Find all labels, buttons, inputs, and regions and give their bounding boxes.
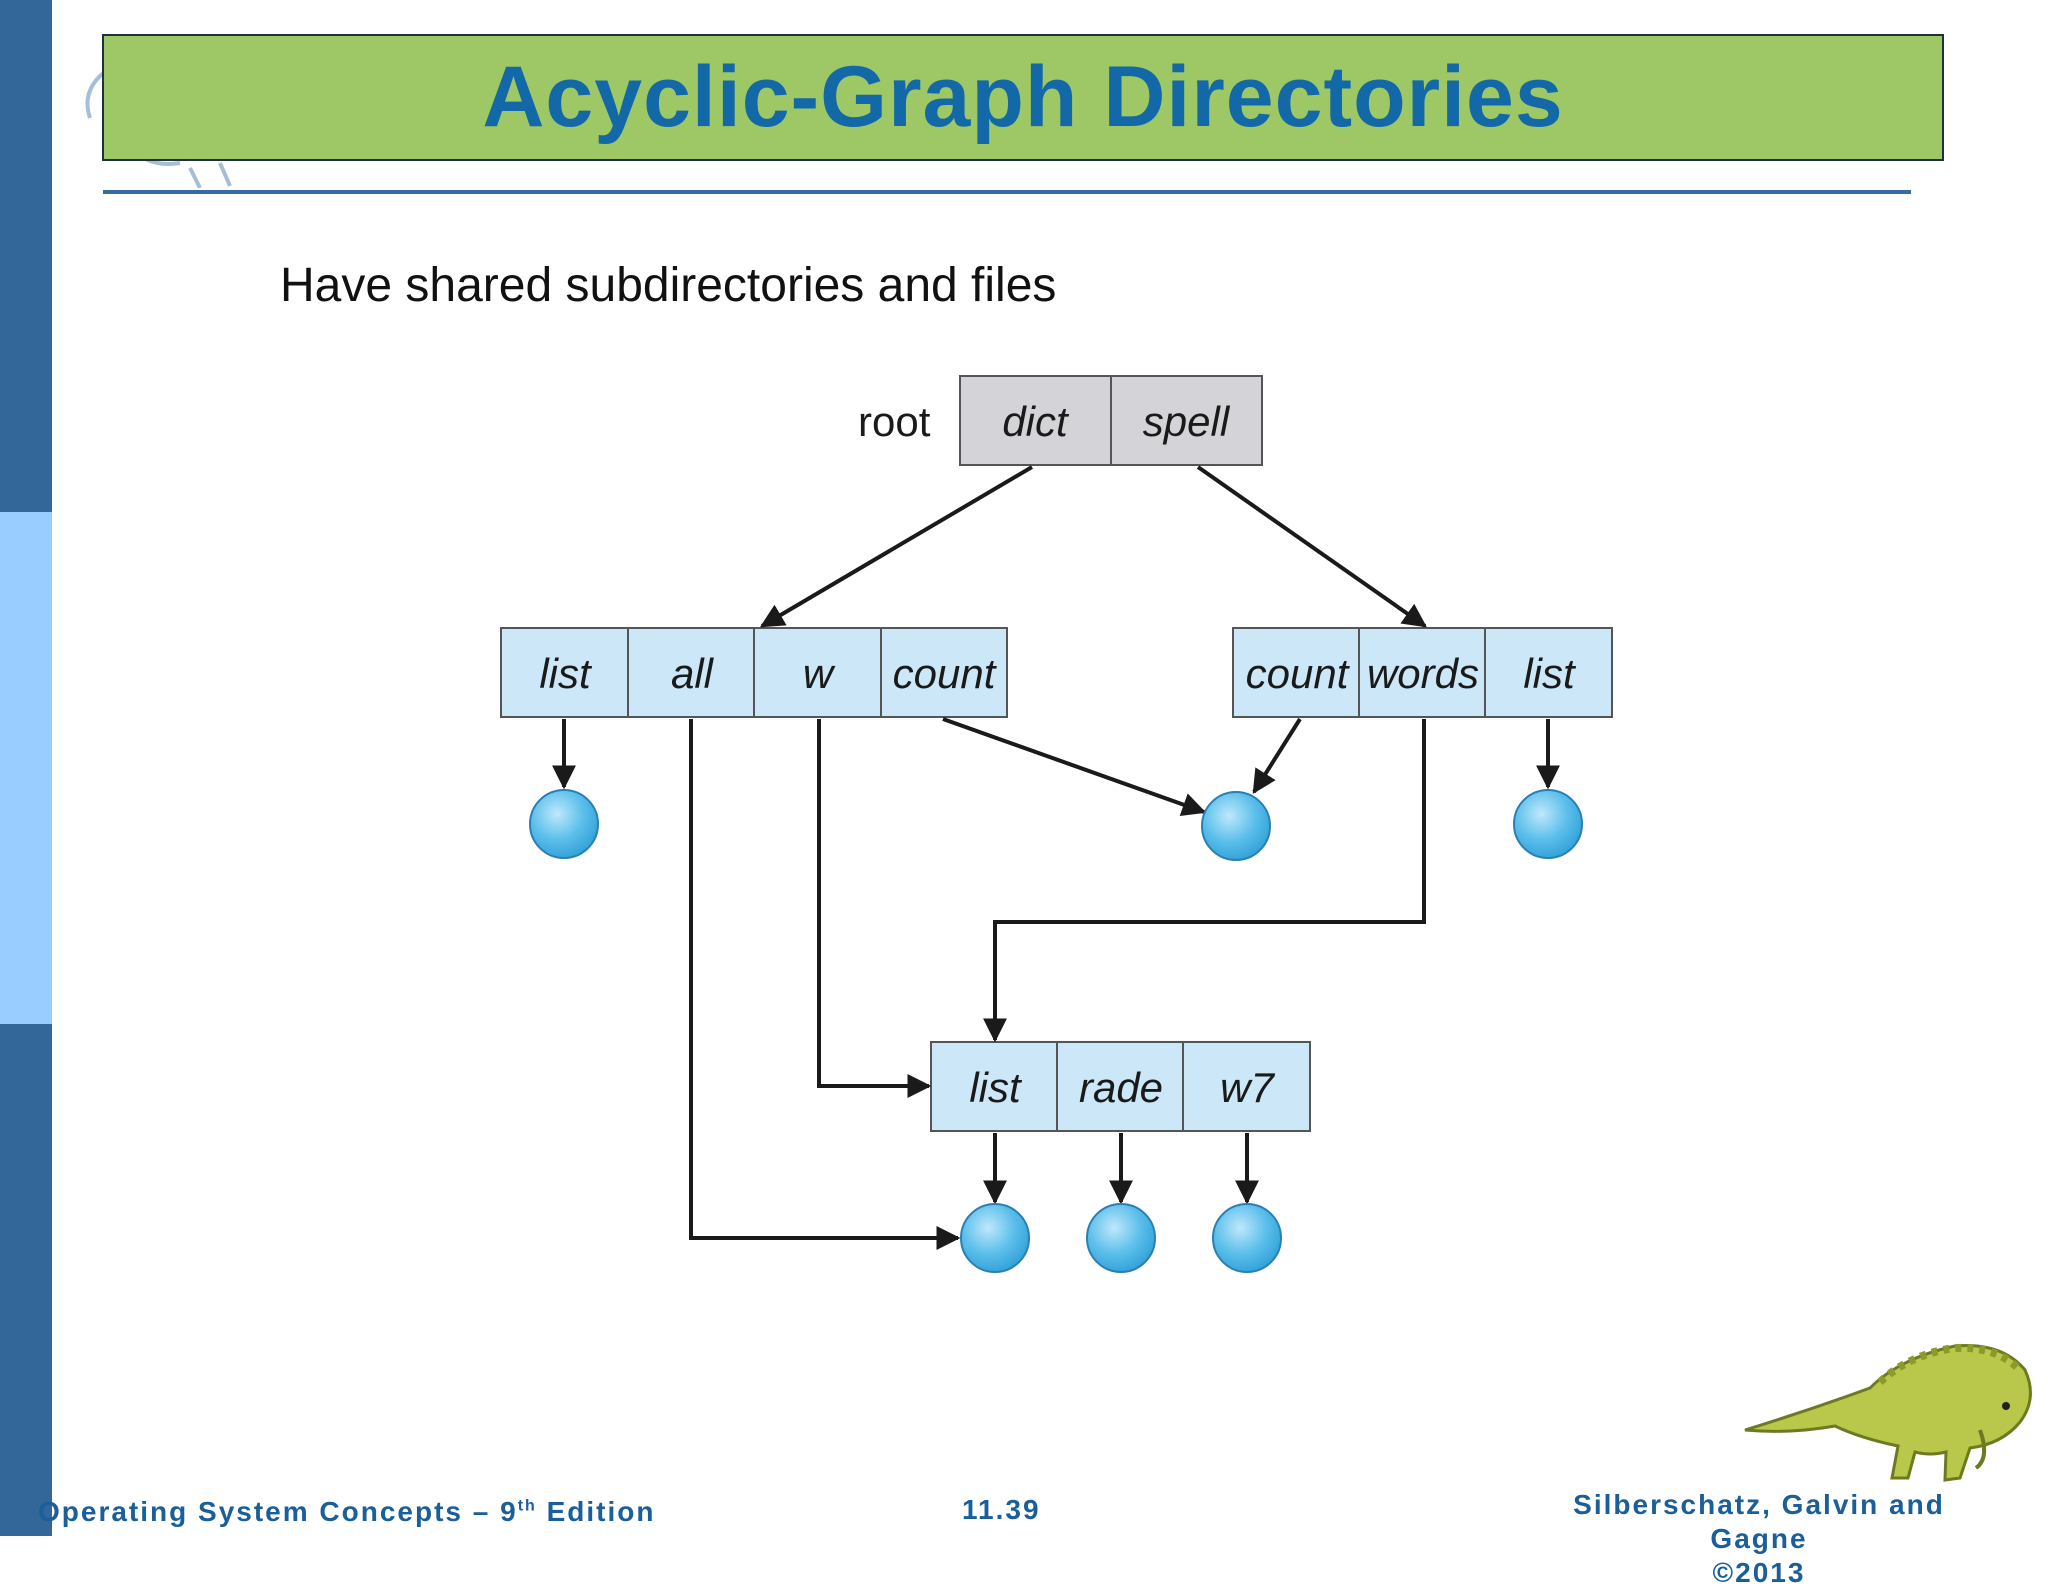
shared-cell-w7 — [1182, 1041, 1311, 1132]
spell-entry-list: list — [1523, 650, 1577, 697]
title-banner: Acyclic-Graph Directories — [102, 34, 1944, 161]
footer-left-tail: Edition — [536, 1496, 656, 1527]
root-label: root — [858, 398, 931, 445]
file-node — [1201, 791, 1271, 861]
root-cell-dict — [959, 375, 1112, 466]
dict-entry-count: count — [893, 650, 998, 697]
sidebar-top-segment — [0, 0, 52, 512]
spell-cell-list — [1484, 627, 1613, 718]
dict-cell-all — [627, 627, 755, 718]
file-node — [529, 789, 599, 859]
file-nodes — [529, 789, 1583, 1273]
file-node — [1513, 789, 1583, 859]
edge-all-to-file — [689, 719, 961, 1250]
footer-left-text: Operating System Concepts – 9 — [38, 1496, 518, 1527]
shared-entry-rade: rade — [1079, 1064, 1163, 1111]
footer-authors: Silberschatz, Galvin and Gagne ©2013 — [1524, 1488, 1994, 1590]
footer-copyright-line: ©2013 — [1712, 1557, 1806, 1588]
dict-entry-list: list — [539, 650, 593, 697]
spell-cell-words — [1358, 627, 1486, 718]
acyclic-graph-diagram: root dict spell list all w count count w… — [500, 375, 1613, 1273]
spell-directory: count words list — [1232, 627, 1613, 718]
file-node — [960, 1203, 1030, 1273]
edge-spell-to-spell-dir — [1196, 465, 1427, 628]
file-node — [1086, 1203, 1156, 1273]
dict-directory: list all w count — [500, 627, 1008, 718]
edge-w-to-shared-dir — [817, 719, 932, 1098]
footer-authors-line: Silberschatz, Galvin and Gagne — [1573, 1489, 1945, 1554]
footer-page-number: 11.39 — [962, 1494, 1041, 1525]
root-directory: dict spell — [959, 375, 1263, 466]
dinosaur-mascot-icon — [1744, 1343, 2032, 1482]
root-cell-spell — [1110, 375, 1263, 466]
root-entry-dict: dict — [1002, 398, 1070, 445]
root-entry-spell: spell — [1143, 398, 1231, 445]
shared-cell-rade — [1056, 1041, 1184, 1132]
spell-entry-words: words — [1367, 650, 1479, 697]
sidebar — [0, 0, 52, 1536]
spell-entry-count: count — [1246, 650, 1351, 697]
edge-words-to-shared-dir — [983, 719, 1426, 1043]
slide-subtitle: Have shared subdirectories and files — [280, 259, 1057, 312]
footer-left-superscript: th — [517, 1497, 537, 1515]
sidebar-middle-segment — [0, 512, 52, 1024]
dict-entry-all: all — [671, 650, 715, 697]
dict-cell-count — [880, 627, 1008, 718]
sidebar-bottom-segment — [0, 1024, 52, 1536]
shared-directory: list rade w7 — [930, 1041, 1311, 1132]
file-node — [1212, 1203, 1282, 1273]
edge-count-to-shared-file — [942, 717, 1207, 817]
graph-edges — [552, 465, 1560, 1250]
shared-entry-w7: w7 — [1220, 1064, 1275, 1111]
slide-title: Acyclic-Graph Directories — [482, 49, 1564, 145]
footer-book-title: Operating System Concepts – 9th Edition — [38, 1496, 655, 1528]
shared-entry-list: list — [969, 1064, 1023, 1111]
edge-dict-to-dict-dir — [759, 465, 1034, 628]
edge-spell-count-to-shared-file — [1252, 717, 1302, 795]
title-underline — [103, 190, 1911, 194]
dict-entry-w: w — [803, 650, 836, 697]
